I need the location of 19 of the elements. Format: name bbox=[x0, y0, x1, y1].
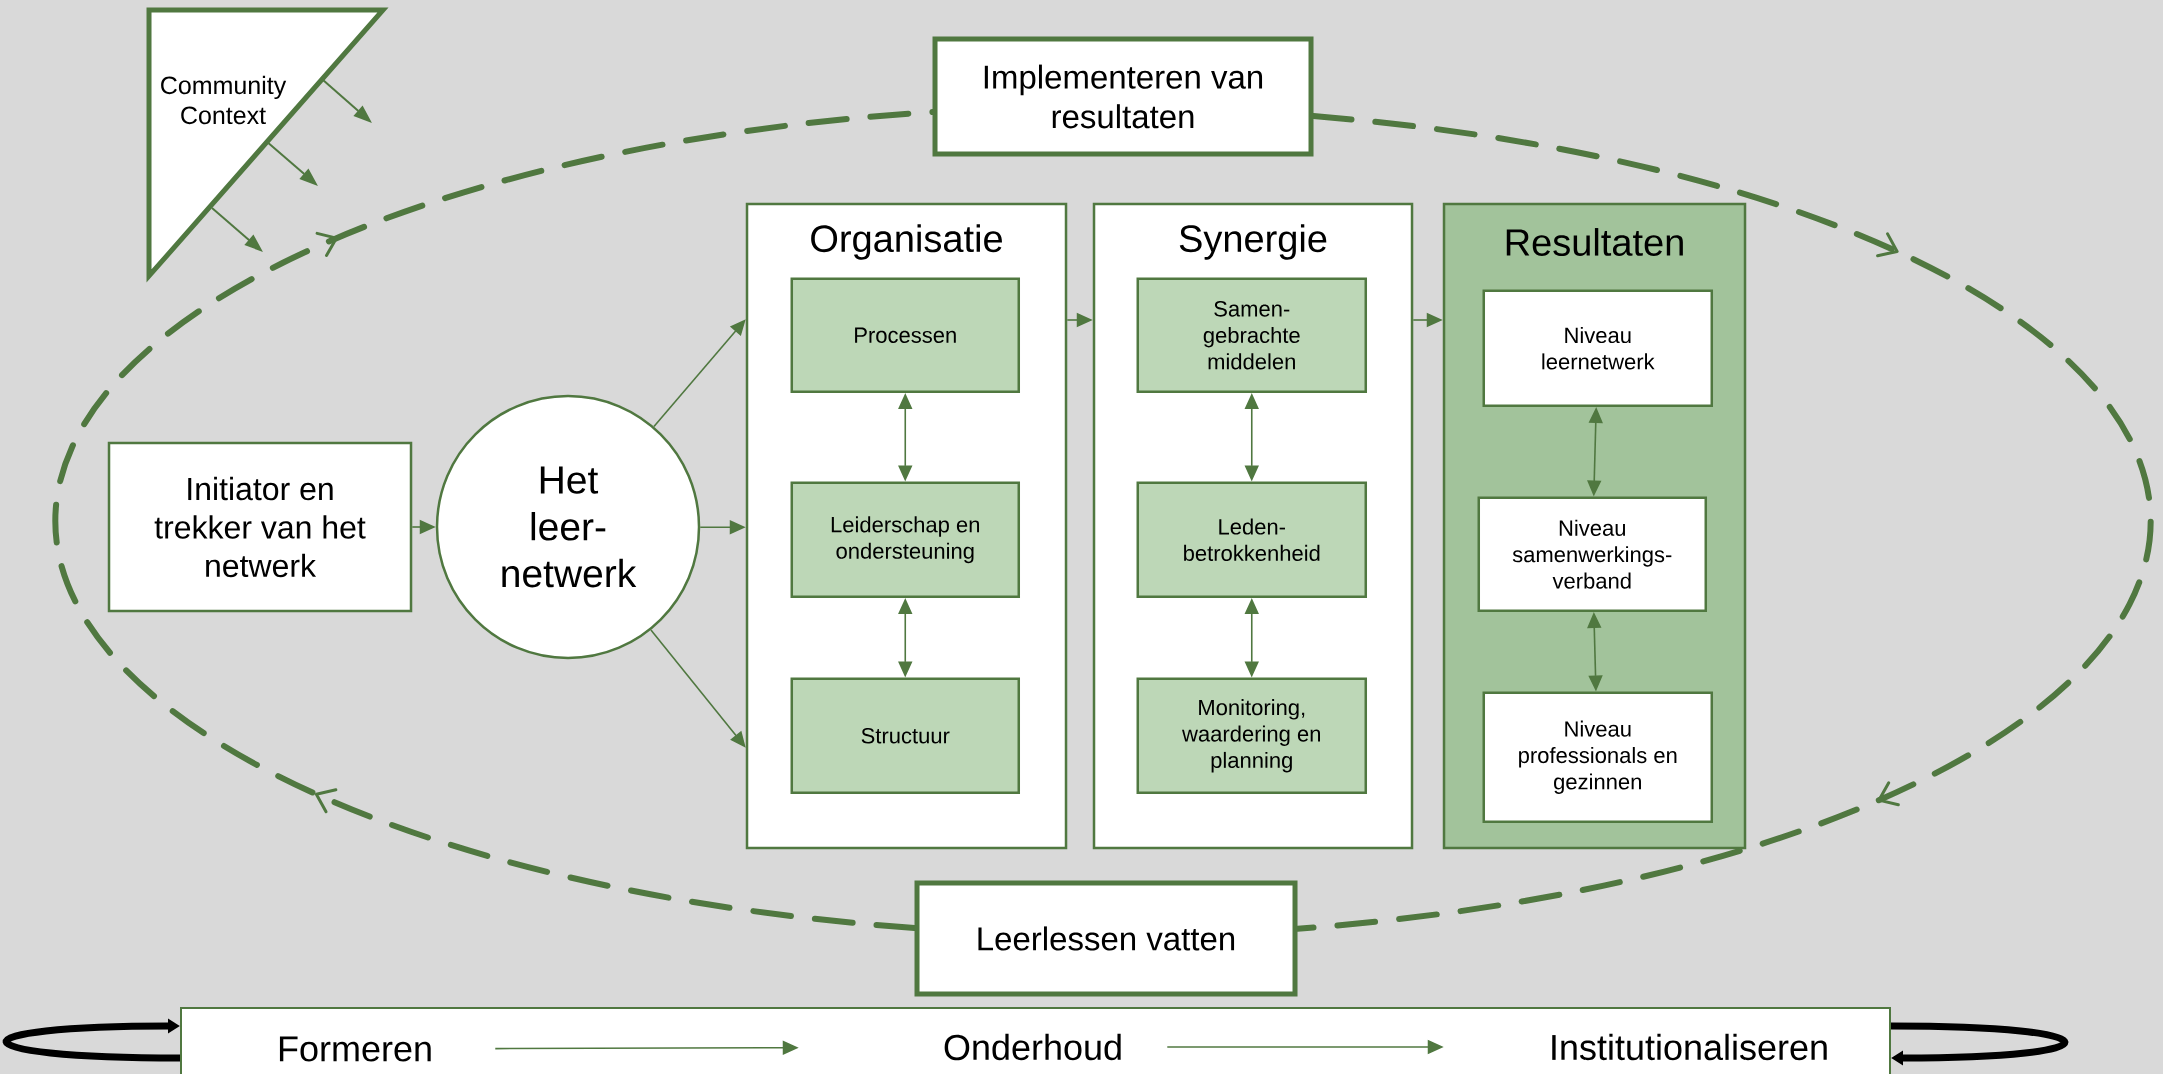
process-box: Niveau samenwerkings- verband bbox=[1477, 496, 1707, 612]
stage-label: Onderhoud bbox=[944, 1033, 1121, 1061]
cycle-arrow bbox=[1890, 1022, 2068, 1066]
process-box: Samen- gebrachte middelen bbox=[1136, 277, 1367, 393]
cycle-arrow bbox=[3, 1018, 181, 1062]
process-box: Niveau professionals en gezinnen bbox=[1482, 691, 1713, 823]
process-box: Monitoring, waardering en planning bbox=[1136, 677, 1367, 794]
process-box: Structuur bbox=[790, 677, 1020, 794]
process-box: Implementeren van resultaten bbox=[932, 36, 1314, 157]
phase-bar bbox=[180, 1007, 1891, 1074]
process-box: Leden- betrokkenheid bbox=[1136, 481, 1367, 598]
stage-label: Formeren bbox=[279, 1036, 431, 1062]
process-box: Leiderschap en ondersteuning bbox=[790, 481, 1020, 598]
process-box: Processen bbox=[790, 277, 1020, 393]
stage-label: Institutionaliseren bbox=[1552, 1033, 1827, 1061]
process-box: Initiator en trekker van het netwerk bbox=[107, 441, 413, 613]
process-box: Niveau leernetwerk bbox=[1482, 289, 1713, 407]
arrow bbox=[653, 319, 746, 428]
process-box: Leerlessen vatten bbox=[914, 880, 1298, 997]
